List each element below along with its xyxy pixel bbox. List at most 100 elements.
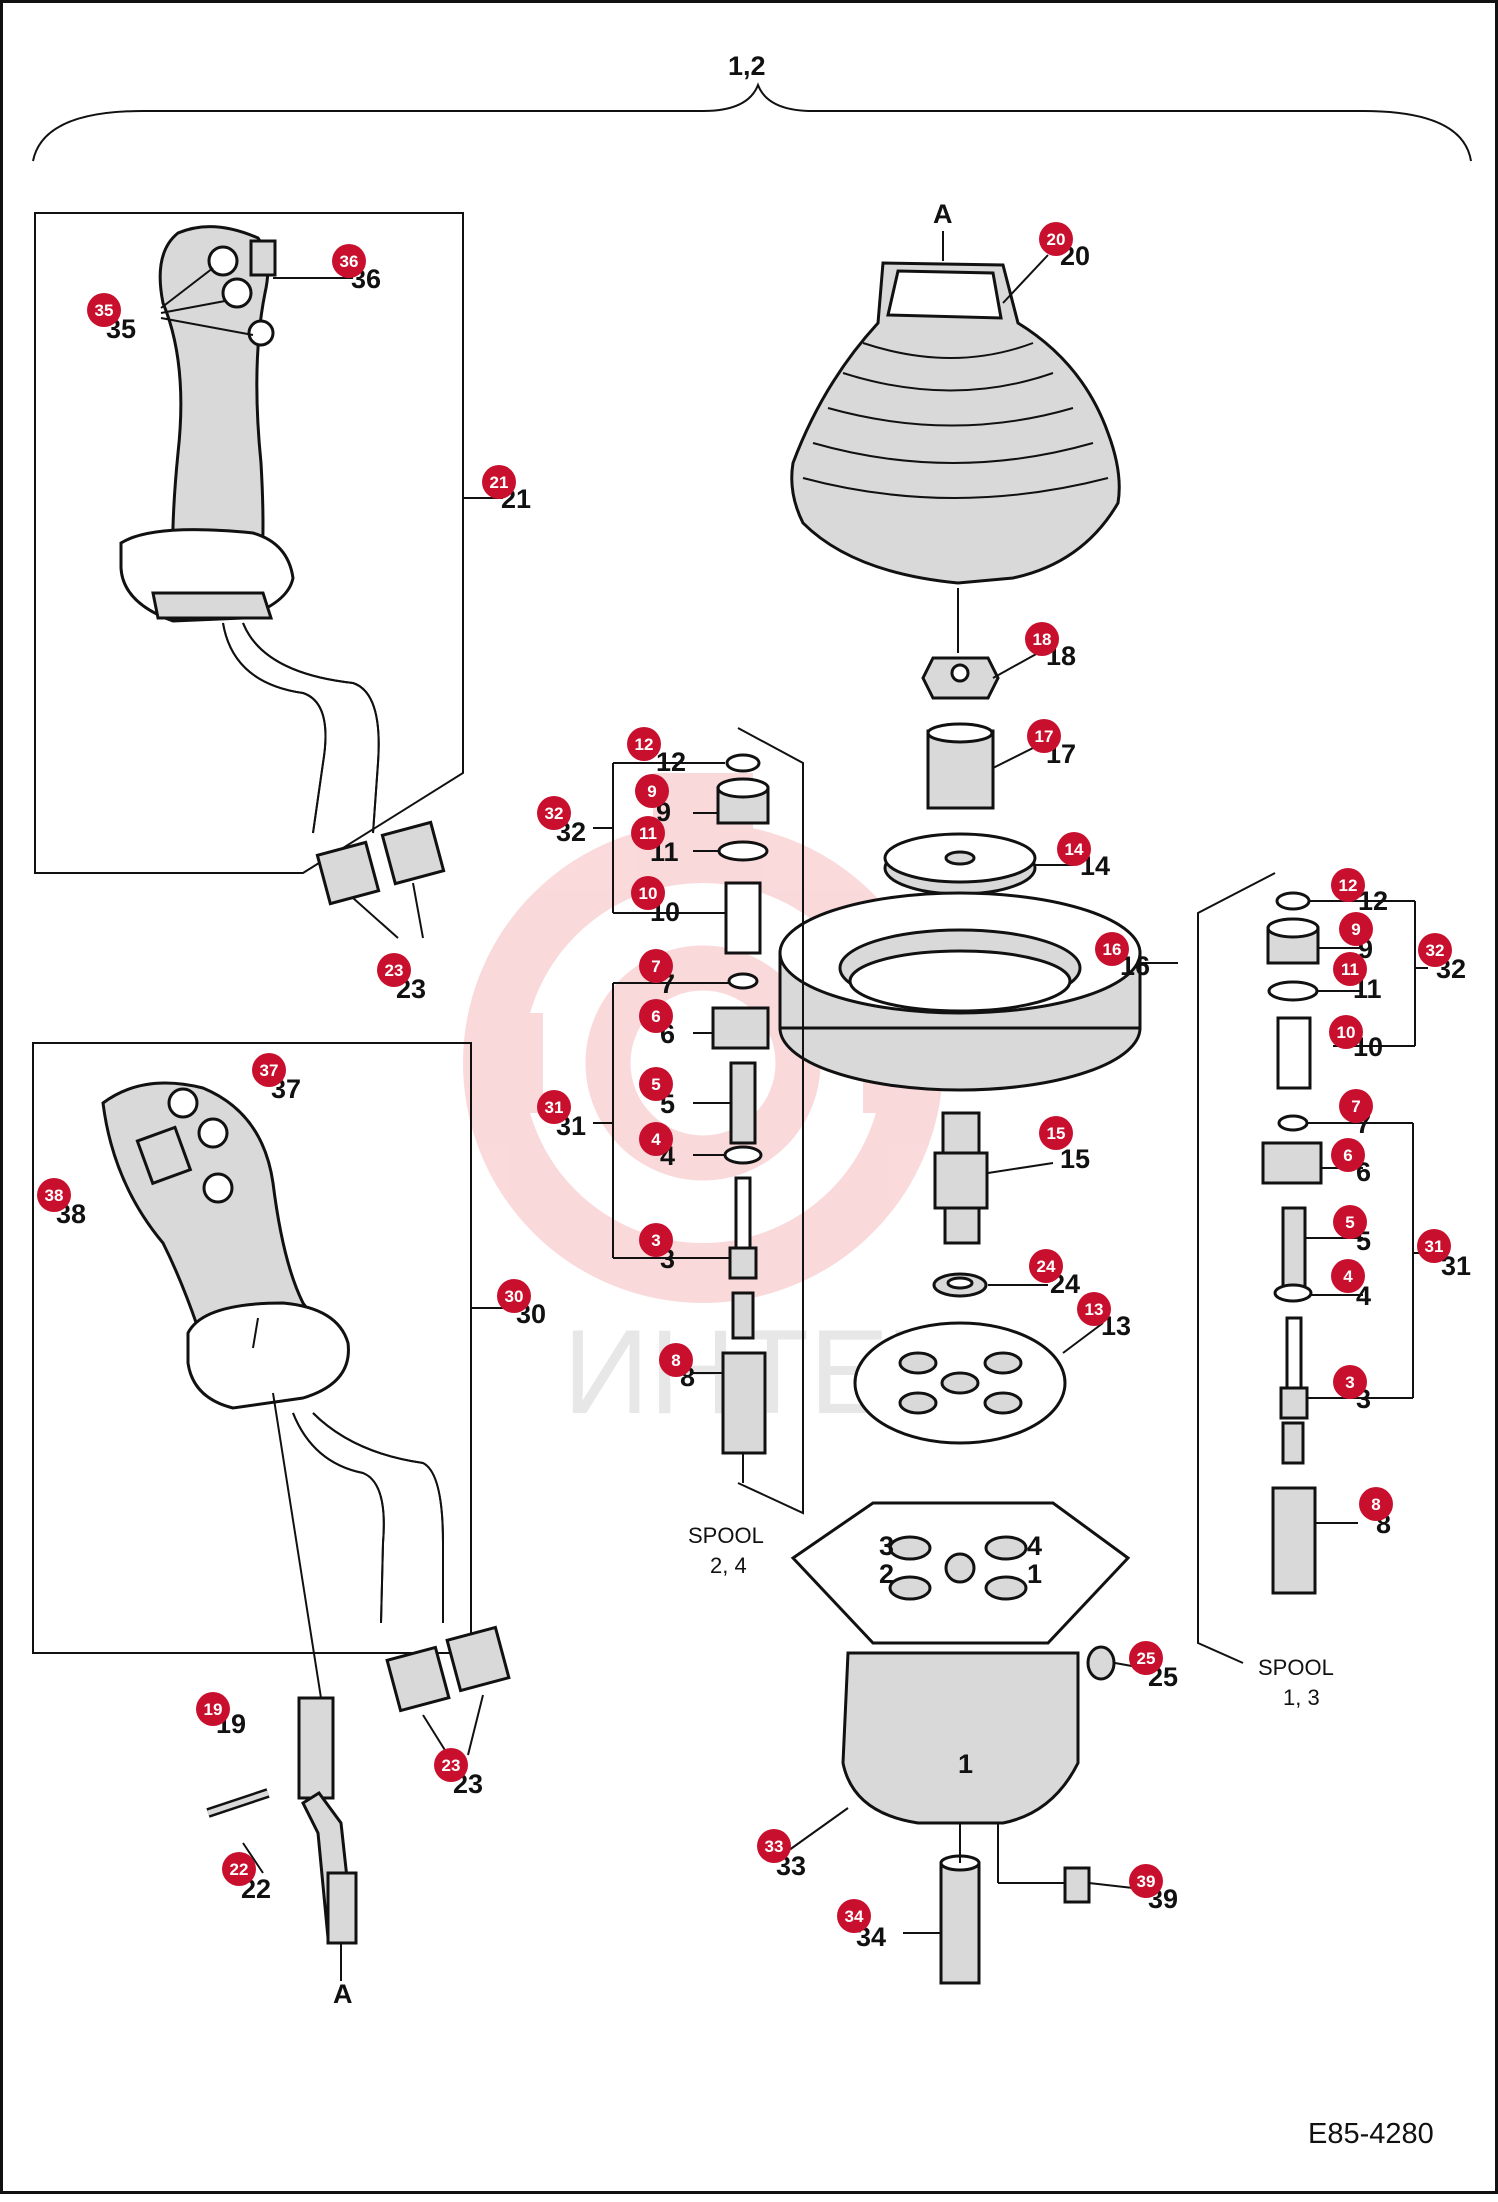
spool-stack-right [1197,872,1323,1664]
badge-22: 22 [222,1852,256,1886]
svg-text:11: 11 [639,824,657,843]
badge-31-left: 31 [537,1090,571,1124]
svg-text:32: 32 [545,804,564,823]
svg-text:31: 31 [1425,1237,1444,1256]
svg-text:25: 25 [1137,1649,1156,1668]
badge-10-right: 10 [1329,1015,1363,1049]
svg-text:31: 31 [545,1098,564,1117]
spool-right-line2: 1, 3 [1283,1685,1320,1710]
svg-text:12: 12 [1339,876,1358,895]
svg-text:22: 22 [230,1860,249,1879]
badge-8-right: 8 [1359,1487,1393,1521]
badge-34: 34 [837,1899,871,1933]
handle-adapter: A [206,1392,358,2009]
svg-text:4: 4 [651,1130,661,1149]
svg-text:10: 10 [1337,1023,1356,1042]
svg-text:37: 37 [260,1061,279,1080]
badge-35: 35 [87,293,121,327]
badge-4-right: 4 [1331,1259,1365,1293]
label-4-right: 4 [1356,1281,1371,1311]
badge-15: 15 [1039,1116,1073,1150]
badge-7-right: 7 [1339,1089,1373,1123]
badge-10-left: 10 [631,876,665,910]
svg-text:33: 33 [765,1837,784,1856]
badge-3-left: 3 [639,1223,673,1257]
badge-5-right: 5 [1333,1205,1367,1239]
badge-8-left: 8 [659,1343,693,1377]
svg-text:3: 3 [1345,1373,1354,1392]
svg-text:20: 20 [1047,230,1066,249]
svg-text:3: 3 [651,1231,660,1250]
badge-17: 17 [1027,719,1061,753]
svg-text:14: 14 [1065,840,1084,859]
spool-left-line2: 2, 4 [710,1553,747,1578]
badge-36: 36 [332,244,366,278]
svg-text:18: 18 [1033,630,1052,649]
lower-joystick-handle [101,1081,511,1713]
svg-text:9: 9 [1351,920,1360,939]
badge-7-left: 7 [639,949,673,983]
svg-text:4: 4 [1343,1267,1353,1286]
svg-text:34: 34 [845,1907,864,1926]
svg-text:12: 12 [635,735,654,754]
center-assembly: A [778,199,1142,1985]
svg-text:32: 32 [1426,941,1445,960]
svg-text:7: 7 [651,957,660,976]
svg-text:11: 11 [1341,960,1359,979]
label-12-left: 12 [656,747,686,777]
port-3: 3 [879,1531,894,1561]
svg-text:21: 21 [490,473,509,492]
badge-14: 14 [1057,832,1091,866]
upper-joystick-handle [119,225,446,906]
port-2: 2 [879,1559,894,1589]
port-1: 1 [1027,1559,1042,1589]
svg-text:15: 15 [1047,1124,1066,1143]
badge-32-right: 32 [1418,933,1452,967]
spool-stack-left [711,727,804,1515]
port-4: 4 [1027,1531,1042,1561]
svg-text:9: 9 [647,782,656,801]
group-brace [32,82,1472,162]
badge-25: 25 [1129,1641,1163,1675]
upper-joystick-frame [34,212,464,874]
badge-33: 33 [757,1829,791,1863]
spool-left-line1: SPOOL [688,1523,764,1548]
svg-text:8: 8 [1371,1495,1380,1514]
badge-23b: 23 [434,1748,468,1782]
badge-4-left: 4 [639,1122,673,1156]
badge-6-right: 6 [1331,1138,1365,1172]
badge-30: 30 [497,1279,531,1313]
part-labels: 35 36 21 23 37 38 30 19 23 22 20 18 17 1… [56,241,1471,1952]
badge-24: 24 [1029,1249,1063,1283]
point-a-upper: A [933,199,953,229]
badge-13: 13 [1077,1292,1111,1326]
badge-32-left: 32 [537,796,571,830]
svg-text:16: 16 [1103,940,1122,959]
svg-text:24: 24 [1037,1257,1056,1276]
leader-lines [160,254,1433,1934]
svg-text:5: 5 [651,1075,660,1094]
badge-16: 16 [1095,932,1129,966]
svg-text:38: 38 [45,1186,64,1205]
drawing-code: E85-4280 [1308,2118,1434,2150]
svg-text:30: 30 [505,1287,524,1306]
svg-text:23: 23 [385,961,404,980]
svg-text:23: 23 [442,1756,461,1775]
badge-11-right: 11 [1333,952,1367,986]
badge-19: 19 [196,1692,230,1726]
exploded-view-drawing: ИНТЕХ 1,2 [32,51,1472,2150]
svg-text:36: 36 [340,252,359,271]
svg-text:19: 19 [204,1700,223,1719]
svg-text:5: 5 [1345,1213,1354,1232]
badge-6-left: 6 [639,999,673,1033]
svg-text:13: 13 [1085,1300,1104,1319]
badge-11-left: 11 [631,816,665,850]
badge-9-right: 9 [1339,912,1373,946]
badge-12-left: 12 [627,727,661,761]
svg-text:17: 17 [1035,727,1054,746]
badge-5-left: 5 [639,1067,673,1101]
badge-37: 37 [252,1053,286,1087]
body-mark-1: 1 [958,1749,973,1779]
svg-text:10: 10 [639,884,658,903]
